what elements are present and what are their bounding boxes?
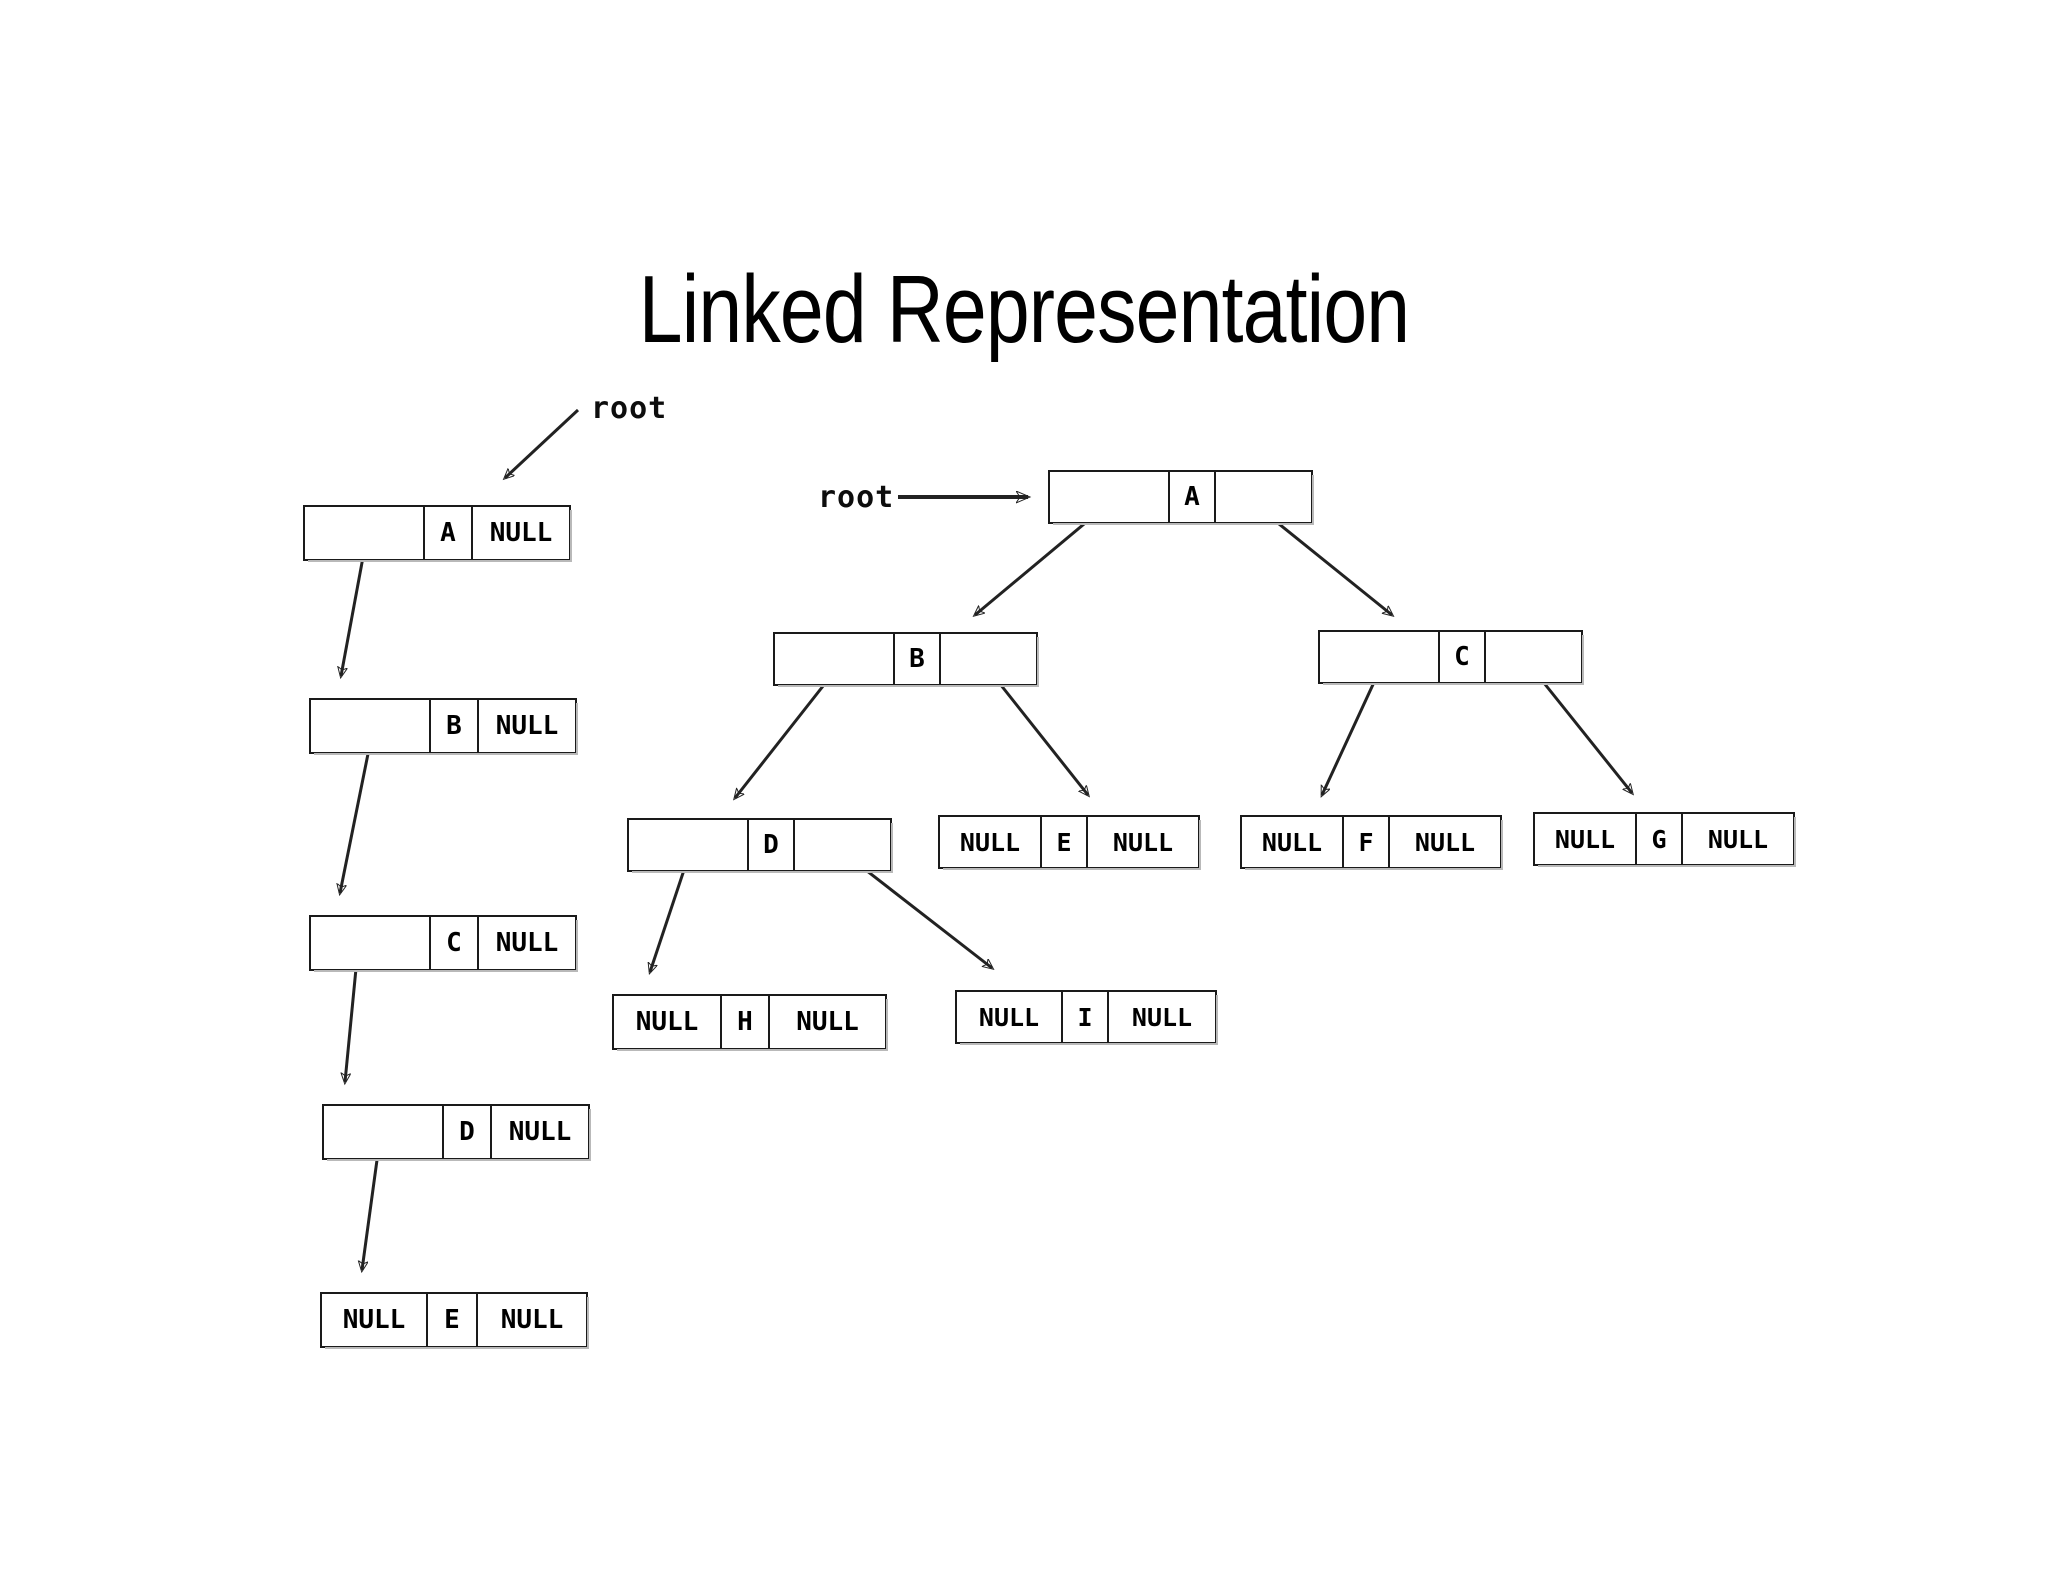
tree-node-G[interactable]: NULL G NULL xyxy=(1533,812,1796,867)
node-right-pointer-cell xyxy=(1214,472,1311,522)
tree-node-D[interactable]: D xyxy=(627,818,893,873)
node-left-pointer-cell: NULL xyxy=(959,827,1021,857)
node-left-pointer-cell: NULL xyxy=(978,1002,1040,1032)
node-value-cell: A xyxy=(1168,472,1214,522)
list-node-A[interactable]: A NULL xyxy=(303,505,572,562)
tree-node-A[interactable]: A xyxy=(1048,470,1314,525)
node-value-cell: F xyxy=(1342,817,1388,867)
tree-node-E[interactable]: NULL E NULL xyxy=(938,815,1201,870)
node-right-pointer-cell xyxy=(939,634,1036,684)
node-right-pointer-cell: NULL xyxy=(477,700,575,752)
node-value-cell: D xyxy=(747,820,793,870)
node-right-pointer-cell: NULL xyxy=(1681,814,1793,864)
list-node-C[interactable]: C NULL xyxy=(309,915,578,972)
list-node-D[interactable]: D NULL xyxy=(322,1104,591,1161)
link-TD-left-to-TH xyxy=(650,851,692,972)
link-TC-left-to-TF xyxy=(1320,664,1384,795)
node-value-cell: G xyxy=(1635,814,1681,864)
node-value-cell: B xyxy=(893,634,939,684)
node-value-cell: I xyxy=(1061,992,1107,1042)
node-right-pointer-cell xyxy=(1484,632,1581,682)
root-label-right: root xyxy=(818,480,895,515)
list-node-E[interactable]: NULL E NULL xyxy=(320,1292,589,1349)
node-right-pointer-cell xyxy=(793,820,890,870)
link-TC-right-to-TG xyxy=(1526,662,1632,793)
node-value-cell: E xyxy=(426,1294,476,1346)
node-left-pointer-cell: NULL xyxy=(635,1007,699,1037)
link-TB-right-to-TE xyxy=(983,664,1088,795)
node-right-pointer-cell: NULL xyxy=(477,917,575,969)
node-left-pointer-cell xyxy=(324,1106,442,1158)
tree-node-F[interactable]: NULL F NULL xyxy=(1240,815,1503,870)
link-TB-left-to-TD xyxy=(735,666,840,798)
node-left-pointer-cell xyxy=(311,700,429,752)
node-left-pointer-cell: NULL xyxy=(1261,827,1323,857)
node-value-cell: D xyxy=(442,1106,490,1158)
node-left-pointer-cell xyxy=(1050,472,1168,522)
tree-node-I[interactable]: NULL I NULL xyxy=(955,990,1218,1045)
node-value-cell: B xyxy=(429,700,477,752)
node-value-cell: H xyxy=(720,996,768,1048)
node-left-pointer-cell: NULL xyxy=(1554,824,1616,854)
tree-node-H[interactable]: NULL H NULL xyxy=(612,994,888,1051)
node-right-pointer-cell: NULL xyxy=(1107,992,1215,1042)
tree-node-C[interactable]: C xyxy=(1318,630,1584,685)
tree-node-B[interactable]: B xyxy=(773,632,1039,687)
root-pointer-left xyxy=(505,408,580,478)
node-value-cell: C xyxy=(429,917,477,969)
node-right-pointer-cell: NULL xyxy=(768,996,885,1048)
page-title: Linked Representation xyxy=(638,256,1410,364)
node-value-cell: A xyxy=(423,507,471,559)
node-right-pointer-cell: NULL xyxy=(1388,817,1500,867)
node-right-pointer-cell: NULL xyxy=(1086,817,1198,867)
node-value-cell: C xyxy=(1438,632,1484,682)
node-left-pointer-cell: NULL xyxy=(342,1305,406,1335)
root-label-left: root xyxy=(591,391,668,426)
node-left-pointer-cell xyxy=(775,634,893,684)
node-left-pointer-cell xyxy=(629,820,747,870)
list-node-B[interactable]: B NULL xyxy=(309,698,578,755)
node-right-pointer-cell: NULL xyxy=(476,1294,586,1346)
node-right-pointer-cell: NULL xyxy=(471,507,569,559)
node-left-pointer-cell xyxy=(305,507,423,559)
node-left-pointer-cell xyxy=(311,917,429,969)
link-B-to-C xyxy=(340,731,375,893)
node-right-pointer-cell: NULL xyxy=(490,1106,588,1158)
node-value-cell: E xyxy=(1040,817,1086,867)
node-left-pointer-cell xyxy=(1320,632,1438,682)
